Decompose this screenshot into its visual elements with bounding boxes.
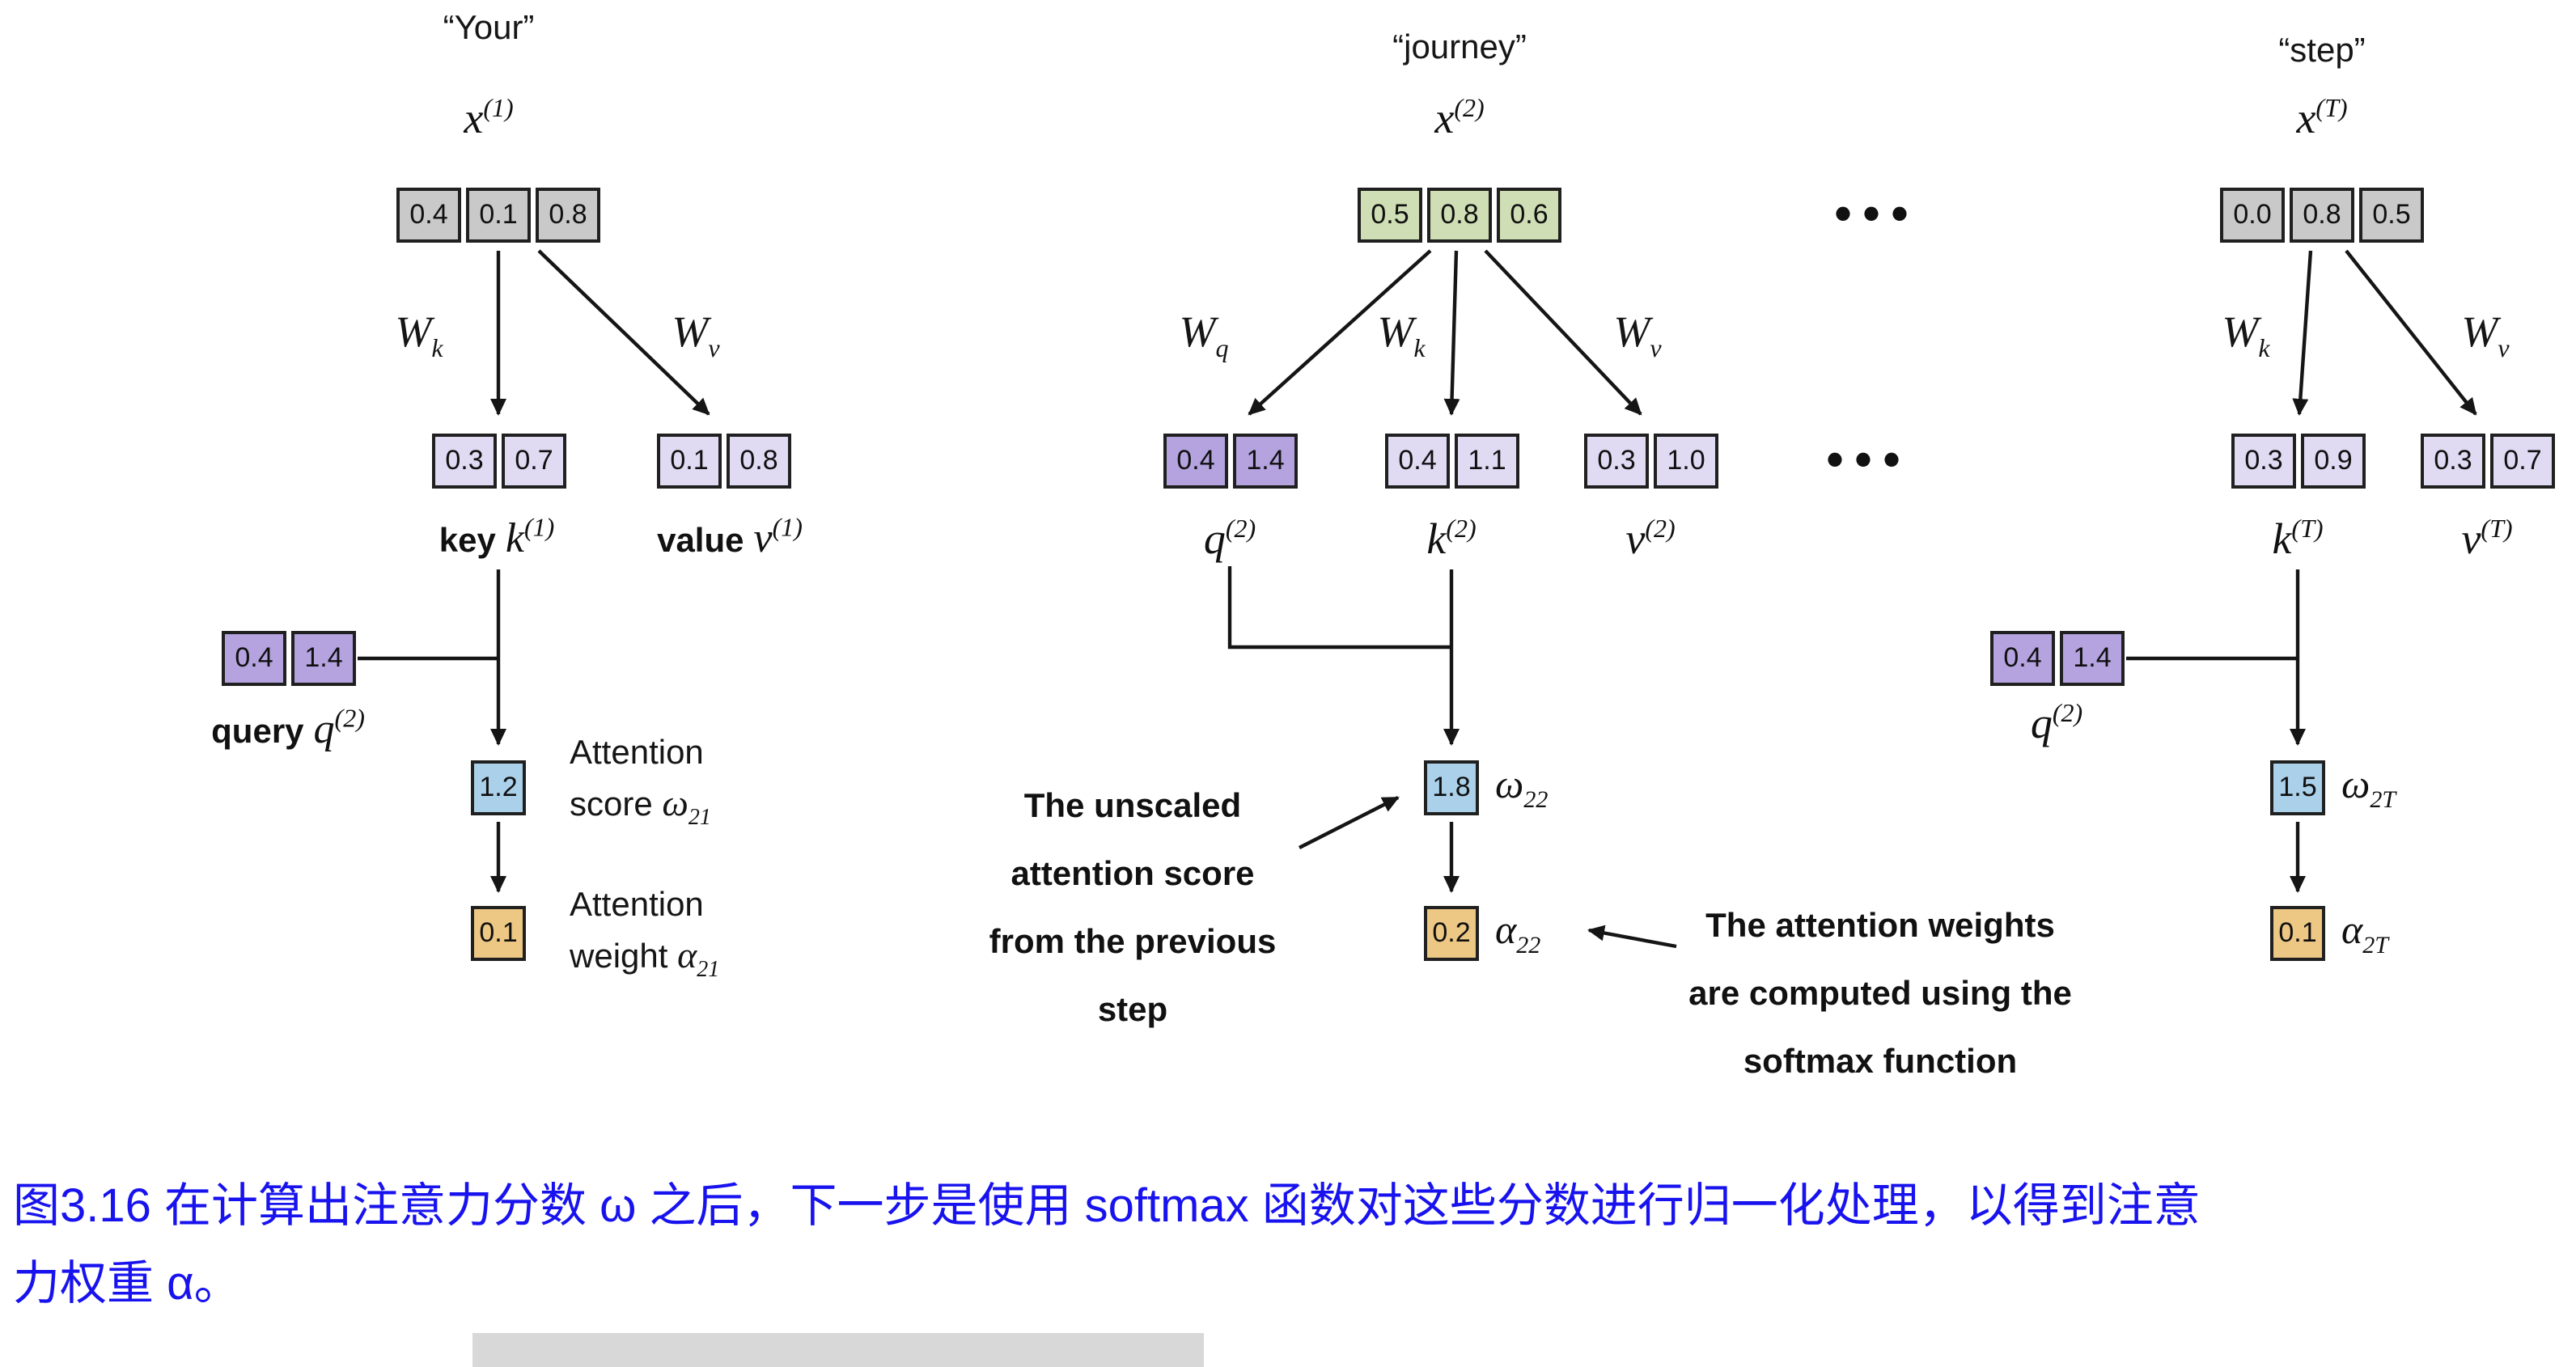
attention-weight1-box: 0.1: [471, 906, 526, 961]
weight3-symbol: α2T: [2341, 909, 2388, 959]
vT-vector: 0.3 0.7: [2421, 434, 2555, 489]
wk3-label: Wk: [2222, 307, 2270, 363]
wk2-label: Wk: [1377, 307, 1426, 363]
k2-caption: k(2): [1426, 514, 1477, 563]
wk1-label: Wk: [395, 307, 443, 363]
kT-vector: 0.3 0.9: [2231, 434, 2366, 489]
vector-cell: 0.3: [1584, 434, 1649, 489]
vector-cell: 0.8: [727, 434, 791, 489]
vector-cell: 0.8: [536, 188, 600, 243]
ellipsis-middle: •••: [1826, 434, 1912, 487]
vector-cell: 0.6: [1497, 188, 1561, 243]
vector-cell: 0.4: [1990, 631, 2055, 686]
vector-cell: 0.3: [2421, 434, 2485, 489]
token-word-step: “step”: [2278, 32, 2366, 70]
vector-cell: 1.0: [1654, 434, 1718, 489]
v2-caption: v(2): [1625, 514, 1676, 563]
vector-cell: 1.4: [1233, 434, 1298, 489]
xT-vector: 0.0 0.8 0.5: [2220, 188, 2424, 243]
query3-vector: 0.4 1.4: [1990, 631, 2125, 686]
vector-cell: 1.1: [1455, 434, 1519, 489]
q2-caption: q(2): [1203, 514, 1256, 563]
vector-cell: 0.3: [432, 434, 497, 489]
annotation-unscaled-score: The unscaled attention score from the pr…: [989, 788, 1277, 1029]
key1-vector: 0.3 0.7: [432, 434, 566, 489]
annotation-softmax: The attention weights are computed using…: [1688, 908, 2072, 1081]
figure-caption-line2: 力权重 α。: [13, 1259, 241, 1310]
attention-score3-box: 1.5: [2270, 760, 2325, 815]
token-word-journey: “journey”: [1392, 29, 1527, 66]
vector-cell: 0.7: [2490, 434, 2555, 489]
vector-cell: 0.9: [2301, 434, 2366, 489]
xT-label: x(T): [2296, 94, 2348, 142]
attention-weight1-text: Attention weight α21: [570, 887, 720, 984]
vector-cell: 0.5: [2359, 188, 2424, 243]
vector-cell: 0.4: [1385, 434, 1450, 489]
score2-symbol: ω22: [1495, 764, 1549, 814]
query3-caption: q(2): [2030, 699, 2083, 747]
x2-label: x(2): [1434, 94, 1485, 142]
wv3-label: Wv: [2461, 307, 2510, 363]
vector-cell: 1.4: [291, 631, 356, 686]
vector-cell: 0.4: [222, 631, 286, 686]
k2-vector: 0.4 1.1: [1385, 434, 1519, 489]
q2-vector: 0.4 1.4: [1163, 434, 1298, 489]
wv2-label: Wv: [1613, 307, 1662, 363]
value1-vector: 0.1 0.8: [657, 434, 791, 489]
vT-caption: v(T): [2461, 514, 2513, 563]
attention-score1-text: Attention score ω21: [570, 734, 711, 832]
attention-score2-box: 1.8: [1424, 760, 1479, 815]
vector-cell: 0.8: [1427, 188, 1492, 243]
vector-cell: 0.0: [2220, 188, 2285, 243]
x1-label: x(1): [464, 94, 514, 142]
wq2-label: Wq: [1179, 307, 1229, 363]
score3-symbol: ω2T: [2341, 764, 2396, 814]
x2-vector: 0.5 0.8 0.6: [1358, 188, 1561, 243]
query1-vector: 0.4 1.4: [222, 631, 356, 686]
vector-cell: 0.8: [2290, 188, 2354, 243]
vector-cell: 0.4: [1163, 434, 1228, 489]
v2-vector: 0.3 1.0: [1584, 434, 1718, 489]
attention-score1-box: 1.2: [471, 760, 526, 815]
x1-vector: 0.4 0.1 0.8: [396, 188, 600, 243]
vector-cell: 0.1: [657, 434, 722, 489]
kT-caption: k(T): [2272, 514, 2324, 563]
vector-cell: 0.7: [502, 434, 566, 489]
ellipsis-top: •••: [1834, 188, 1920, 241]
vector-cell: 0.4: [396, 188, 461, 243]
partial-element-below: [472, 1333, 1204, 1367]
vector-cell: 0.5: [1358, 188, 1422, 243]
attention-weight3-box: 0.1: [2270, 906, 2325, 961]
weight2-symbol: α22: [1495, 909, 1541, 959]
vector-cell: 0.3: [2231, 434, 2296, 489]
vector-cell: 0.1: [466, 188, 531, 243]
token-word-your: “Your”: [443, 10, 535, 47]
wv1-label: Wv: [672, 307, 720, 363]
vector-cell: 1.4: [2060, 631, 2125, 686]
attention-weight2-box: 0.2: [1424, 906, 1479, 961]
figure-caption-line1: 图3.16 在计算出注意力分数 ω 之后，下一步是使用 softmax 函数对这…: [13, 1181, 2201, 1233]
